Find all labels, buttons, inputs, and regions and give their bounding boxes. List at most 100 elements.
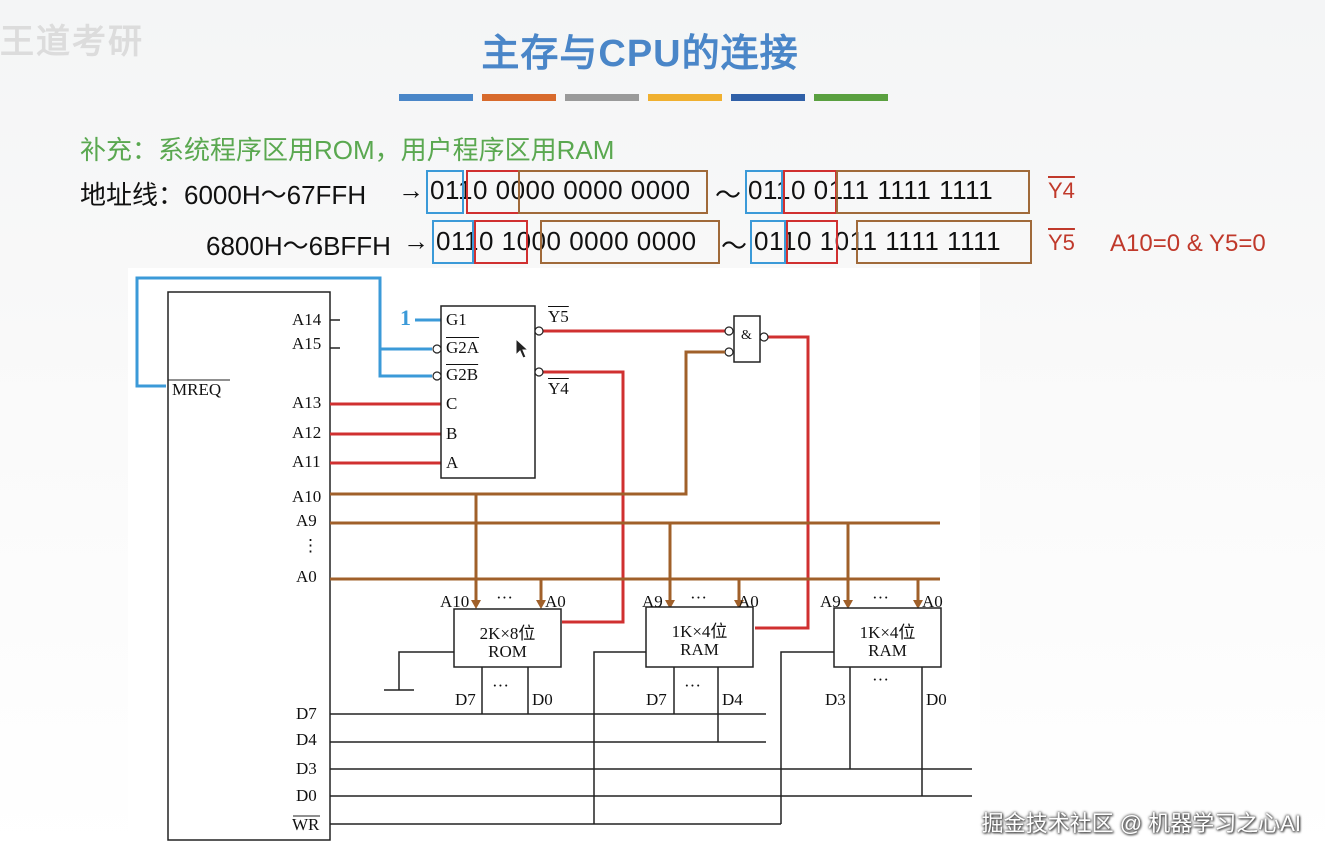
- logo-watermark: 王道考研: [0, 23, 144, 61]
- pin-wr: WR: [292, 815, 320, 834]
- mreq-wire: [135, 276, 432, 388]
- dec-g2b: G2B: [446, 365, 479, 384]
- watermark-text: 掘金技术社区 @ 机器学习之心AI: [981, 811, 1301, 836]
- color-bar: [399, 94, 473, 101]
- g2b-wire: [378, 349, 432, 378]
- color-bar: [565, 94, 639, 101]
- hl-box: [518, 170, 708, 214]
- ram2-size: 1K×4位: [859, 623, 916, 642]
- rom-type: ROM: [488, 642, 527, 661]
- brown-wires: [330, 350, 940, 606]
- hl-box: [750, 220, 786, 264]
- ram1-type: RAM: [680, 640, 719, 659]
- rom-data-dots: ···: [492, 676, 509, 695]
- rom-chip: [453, 608, 562, 668]
- mouse-cursor-icon: [515, 338, 529, 359]
- hl-box: [432, 220, 474, 264]
- tilde-1: ～: [715, 180, 742, 210]
- ram1-addr-lo: A0: [738, 592, 759, 611]
- arrow-1: →: [398, 175, 424, 205]
- condition-text: A10=0 & Y5=0: [1110, 230, 1266, 257]
- dec-y5: Y5: [548, 307, 569, 326]
- pin-a9: A9: [296, 511, 317, 530]
- pin-d7: D7: [296, 704, 317, 723]
- black-wires: [330, 651, 972, 825]
- and-gate: [733, 315, 761, 363]
- pin-a12: A12: [292, 423, 322, 442]
- hl-box: [540, 220, 720, 264]
- ram2-addr-lo: A0: [922, 592, 943, 611]
- ram2-dots: ···: [872, 588, 889, 607]
- hl-box: [426, 170, 464, 214]
- decoder-block: [440, 305, 536, 479]
- ram2-type: RAM: [868, 641, 907, 660]
- start-bits-2: 0110 1000 0000 0000: [436, 226, 697, 256]
- arrow-2: →: [403, 226, 429, 256]
- pin-d0: D0: [296, 786, 317, 805]
- slide-title: 主存与CPU的连接: [481, 33, 799, 75]
- dec-y4: Y4: [548, 379, 569, 398]
- rom-data-lo: D0: [532, 690, 553, 709]
- cpu-pin-ticks: [330, 319, 340, 349]
- ram1-addr-hi: A9: [642, 592, 663, 611]
- ram1-data-dots: ···: [684, 676, 701, 695]
- addr-label: 地址线：: [80, 180, 185, 210]
- supplement-text: 补充：系统程序区用ROM，用户程序区用RAM: [80, 135, 615, 165]
- color-bar: [731, 94, 805, 101]
- hl-box: [786, 220, 838, 264]
- ram2-data-dots: ···: [872, 670, 889, 689]
- pin-a14: A14: [292, 310, 322, 329]
- addr-range-2: 6800H～6BFFH: [206, 231, 391, 261]
- hl-box: [745, 170, 783, 214]
- ram2-data-lo: D0: [926, 690, 947, 709]
- cpu-block: [167, 291, 331, 841]
- hl-box: [856, 220, 1032, 264]
- ram1-dots: ···: [690, 588, 707, 607]
- ram2-addr-hi: A9: [820, 592, 841, 611]
- blue-wires: [135, 276, 441, 388]
- end-bits-2: 0110 1011 1111 1111: [754, 226, 1002, 256]
- start-bits-1: 0110 0000 0000 0000: [430, 175, 691, 205]
- ram1-size: 1K×4位: [671, 622, 728, 641]
- dec-b: B: [446, 424, 458, 443]
- pin-dots: ⋮: [302, 536, 319, 555]
- color-bar: [482, 94, 556, 101]
- circuit-diagram: [128, 268, 980, 855]
- color-bar-row: [399, 94, 888, 101]
- dec-g1: G1: [446, 310, 467, 329]
- ram-chip-2: [833, 607, 942, 668]
- rom-size: 2K×8位: [479, 624, 536, 643]
- arrowheads: [471, 600, 923, 609]
- address-row-1: 地址线：6000H～67FFH: [80, 175, 366, 212]
- pin-d4: D4: [296, 730, 317, 749]
- ram-chip-1: [645, 606, 754, 668]
- rom-addr-hi: A10: [440, 592, 470, 611]
- dec-c: C: [446, 394, 458, 413]
- rom-dots: ···: [496, 588, 513, 607]
- red-wires: [330, 329, 810, 630]
- pin-d3: D3: [296, 759, 317, 778]
- ram1-data-lo: D4: [722, 690, 743, 709]
- rom-data-hi: D7: [455, 690, 476, 709]
- tilde-2: ～: [721, 231, 748, 261]
- color-bar: [648, 94, 722, 101]
- pin-a11: A11: [292, 452, 321, 471]
- select-y5: Y5: [1048, 230, 1075, 255]
- ram1-data-hi: D7: [646, 690, 667, 709]
- select-y4: Y4: [1048, 178, 1075, 203]
- pin-a10: A10: [292, 487, 322, 506]
- hl-box: [836, 170, 1030, 214]
- dec-g2a: G2A: [446, 338, 480, 357]
- hl-box: [474, 220, 528, 264]
- and-symbol: &: [741, 328, 752, 343]
- color-bar: [814, 94, 888, 101]
- pin-mreq: MREQ: [172, 380, 222, 399]
- rom-addr-lo: A0: [545, 592, 566, 611]
- pin-a13: A13: [292, 393, 322, 412]
- end-bits-1: 0110 0111 1111 1111: [748, 175, 994, 205]
- dec-a: A: [446, 453, 459, 472]
- ram2-data-hi: D3: [825, 690, 846, 709]
- g1-value: 1: [400, 305, 411, 330]
